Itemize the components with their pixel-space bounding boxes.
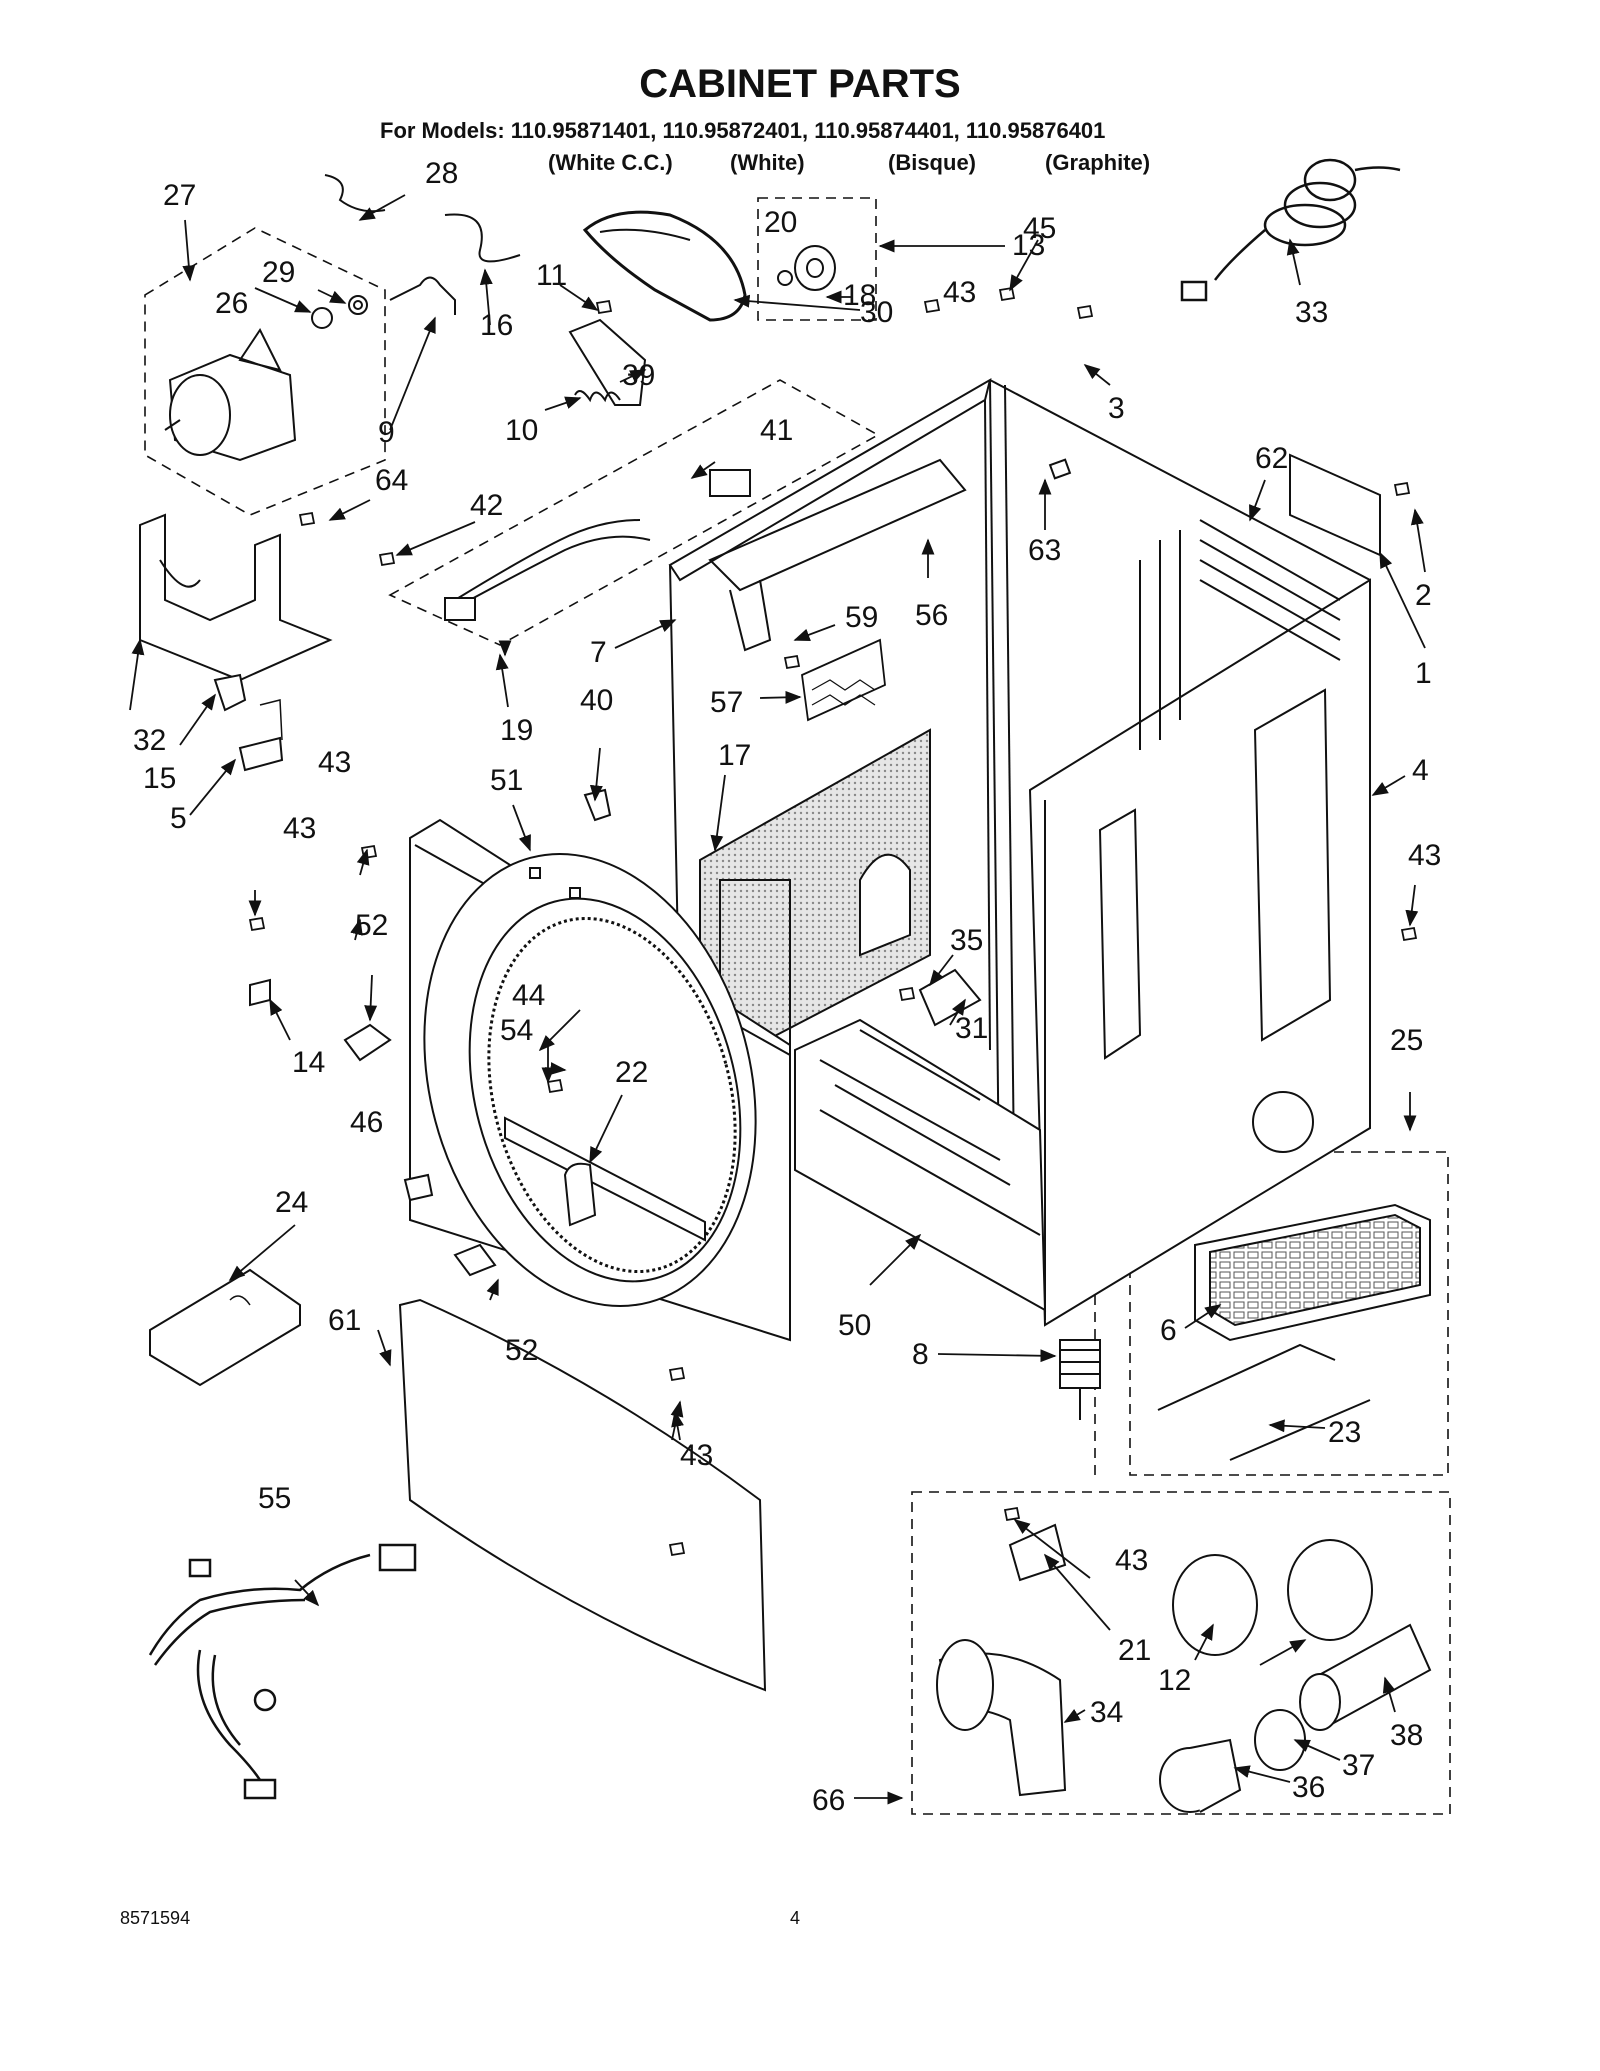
callout-25: 25 <box>1390 1024 1423 1057</box>
callout-46: 46 <box>350 1106 383 1139</box>
callout-44: 44 <box>512 979 545 1012</box>
callout-3: 3 <box>1108 392 1125 425</box>
callout-51: 51 <box>490 764 523 797</box>
page-title: CABINET PARTS <box>639 62 961 106</box>
wire-harness <box>444 469 751 621</box>
callout-28: 28 <box>425 157 458 190</box>
color-label-white-cc: (White C.C.) <box>548 150 673 175</box>
callout-23: 23 <box>1328 1416 1361 1449</box>
label-plate <box>801 638 886 722</box>
cabinet-body <box>668 377 1371 1327</box>
callout-52-b: 52 <box>505 1334 538 1367</box>
callout-8: 8 <box>912 1338 929 1371</box>
callout-21: 21 <box>1118 1634 1151 1667</box>
drive-motor <box>164 295 368 462</box>
callout-17: 17 <box>718 739 751 772</box>
callout-30: 30 <box>860 296 893 329</box>
page-number: 4 <box>790 1908 801 1928</box>
callout-22: 22 <box>615 1056 648 1089</box>
callout-50: 50 <box>838 1309 871 1342</box>
callout-11: 11 <box>536 259 567 292</box>
callout-66: 66 <box>812 1784 845 1817</box>
toe-panel <box>398 1298 767 1692</box>
callout-61: 61 <box>328 1304 361 1337</box>
callout-43-c: 43 <box>283 812 316 845</box>
vent-kit <box>936 1523 1432 1813</box>
callout-55: 55 <box>258 1482 291 1515</box>
vent-grille <box>1194 1203 1431 1342</box>
callout-62: 62 <box>1255 442 1288 475</box>
power-cord <box>1180 158 1401 302</box>
callout-64: 64 <box>375 464 408 497</box>
callout-52-a: 52 <box>355 909 388 942</box>
callout-19: 19 <box>500 714 533 747</box>
callout-29: 29 <box>262 256 295 289</box>
lower-wire-harness <box>148 1543 417 1800</box>
callout-7: 7 <box>590 636 607 669</box>
callout-43-f: 43 <box>1115 1544 1148 1577</box>
callout-39: 39 <box>622 359 655 392</box>
callout-36: 36 <box>1292 1771 1325 1804</box>
callout-41: 41 <box>760 414 793 447</box>
callout-34: 34 <box>1090 1696 1123 1729</box>
callout-arrows <box>129 194 1426 1805</box>
callout-26: 26 <box>215 287 248 320</box>
callout-2: 2 <box>1415 579 1432 612</box>
color-label-white: (White) <box>730 150 805 175</box>
callout-43-d: 43 <box>1408 839 1441 872</box>
callout-43-e: 43 <box>680 1439 713 1472</box>
document-number: 8571594 <box>120 1908 191 1928</box>
callout-16: 16 <box>480 309 513 342</box>
callout-12: 12 <box>1158 1664 1191 1697</box>
callout-59: 59 <box>845 601 878 634</box>
callout-40: 40 <box>580 684 613 717</box>
screws <box>248 286 1418 1557</box>
callout-43-b: 43 <box>318 746 351 779</box>
callout-45: 45 <box>1023 212 1056 245</box>
callout-37: 37 <box>1342 1749 1375 1782</box>
callout-18: 18 <box>843 279 876 312</box>
callout-32: 32 <box>133 724 166 757</box>
callout-13: 13 <box>1012 229 1045 262</box>
callout-10: 10 <box>505 414 538 447</box>
callout-14: 14 <box>292 1046 325 1079</box>
callout-33: 33 <box>1295 296 1328 329</box>
color-label-graphite: (Graphite) <box>1045 150 1151 175</box>
callout-38: 38 <box>1390 1719 1423 1752</box>
callout-43-a: 43 <box>943 276 976 309</box>
callout-5: 5 <box>170 802 187 835</box>
callout-20: 20 <box>764 206 797 239</box>
callout-4: 4 <box>1412 754 1429 787</box>
callout-42: 42 <box>470 489 503 522</box>
callout-35: 35 <box>950 924 983 957</box>
callout-15: 15 <box>143 762 176 795</box>
front-panel <box>409 818 791 1342</box>
models-line: For Models: 110.95871401, 110.95872401, … <box>380 118 1106 143</box>
mesh-panel <box>699 728 931 1077</box>
callout-6: 6 <box>1160 1314 1177 1347</box>
leveling-foot <box>1059 1339 1101 1420</box>
callout-24: 24 <box>275 1186 308 1219</box>
callout-54: 54 <box>500 1014 533 1047</box>
callout-9: 9 <box>378 416 395 449</box>
callout-56: 56 <box>915 599 948 632</box>
callout-57: 57 <box>710 686 743 719</box>
callout-27: 27 <box>163 179 196 212</box>
color-label-bisque: (Bisque) <box>888 150 976 175</box>
callout-31: 31 <box>955 1012 988 1045</box>
callout-1: 1 <box>1415 657 1432 690</box>
motor-mount <box>139 513 333 682</box>
callout-63: 63 <box>1028 534 1061 567</box>
